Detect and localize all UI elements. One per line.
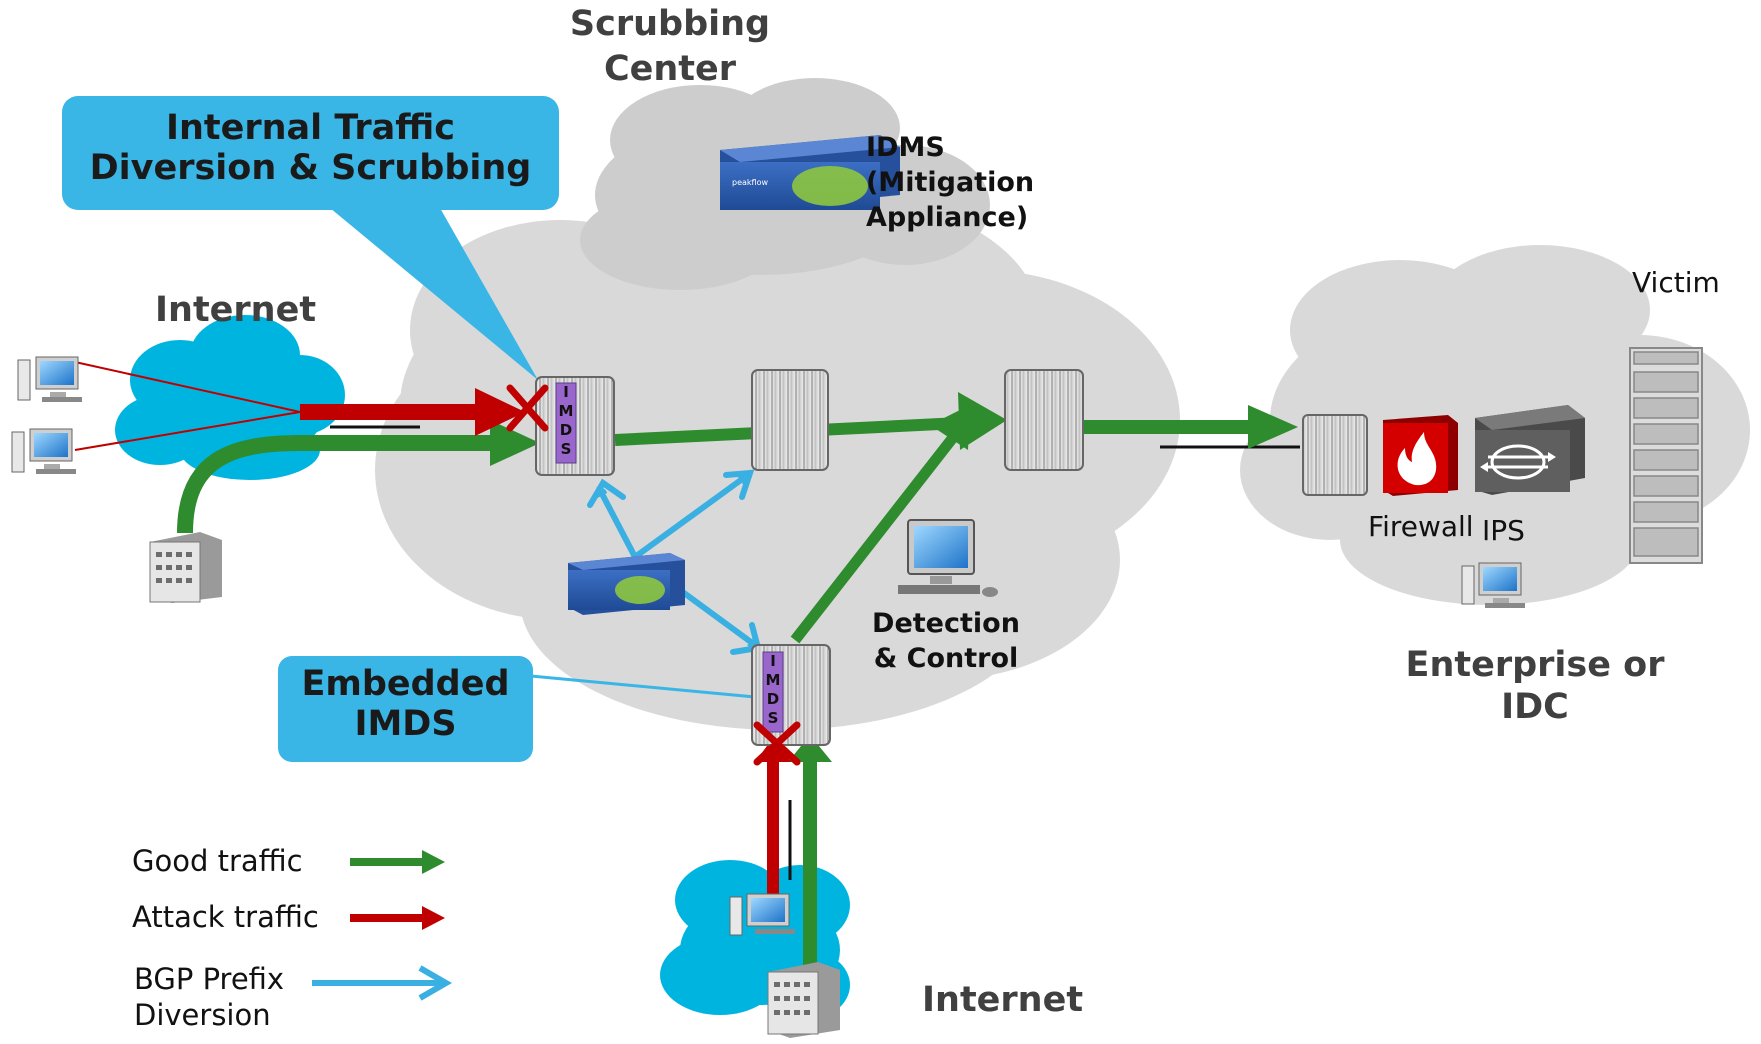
imds-letter: S bbox=[560, 440, 572, 458]
idms-line3: Appliance) bbox=[866, 202, 1029, 233]
callout-internal-shape bbox=[62, 96, 559, 380]
scrubbing-center-line2: Center bbox=[603, 49, 737, 89]
legend-bgp-arrow bbox=[312, 965, 453, 1001]
internet-label-bottom: Internet bbox=[922, 980, 1084, 1020]
detection-control-label: Detection & Control bbox=[860, 606, 1032, 676]
good-arrow-left-in bbox=[177, 435, 495, 534]
ips-label: IPS bbox=[1482, 514, 1525, 547]
scrubbing-center-line1: Scrubbing bbox=[569, 4, 771, 44]
detection-appliance-icon bbox=[568, 553, 685, 615]
firewall-label: Firewall bbox=[1368, 510, 1474, 543]
imds-letter: M bbox=[558, 402, 574, 420]
enterprise-idc-label: Enterprise or IDC bbox=[1390, 644, 1680, 728]
imds-letter: I bbox=[770, 652, 776, 670]
imds-letter: D bbox=[766, 690, 780, 708]
attack-traffic-arrows bbox=[74, 361, 779, 905]
building-icon-left bbox=[149, 532, 222, 603]
firewall-icon bbox=[1383, 415, 1458, 496]
detection-workstation-icon bbox=[898, 519, 998, 597]
attack-thin-line-2 bbox=[74, 411, 301, 451]
legend-bgp-line2: Diversion bbox=[134, 998, 271, 1033]
pc-icon-left-2 bbox=[11, 428, 76, 474]
router-middle bbox=[751, 369, 829, 471]
victim-label: Victim bbox=[1632, 266, 1720, 299]
idms-label: IDMS (Mitigation Appliance) bbox=[866, 130, 1034, 235]
router-right bbox=[1004, 369, 1084, 471]
callout-internal-traffic: Internal Traffic Diversion & Scrubbing bbox=[62, 108, 559, 189]
pc-icon-enterprise bbox=[1461, 562, 1525, 608]
detection-line2: & Control bbox=[873, 643, 1019, 674]
detection-line1: Detection bbox=[872, 608, 1020, 639]
building-icon-bottom bbox=[767, 962, 840, 1038]
scrubbing-center-title: Scrubbing Center bbox=[555, 2, 785, 92]
imds-letter: M bbox=[765, 671, 781, 689]
callout-embedded-line1: Embedded bbox=[301, 664, 510, 704]
imds-letter: S bbox=[767, 709, 779, 727]
idms-appliance-icon: peakflow bbox=[720, 135, 900, 210]
pc-icon-left-1 bbox=[17, 356, 82, 402]
idms-line1: IDMS bbox=[866, 132, 945, 163]
imds-letters-embedded: I M D S bbox=[763, 652, 783, 728]
router-imds-top bbox=[535, 376, 615, 476]
link-lines bbox=[330, 425, 1300, 880]
legend-good-label: Good traffic bbox=[132, 844, 303, 878]
legend-attack-arrow bbox=[350, 906, 445, 930]
enterprise-line1: Enterprise or bbox=[1405, 645, 1665, 685]
imds-letters-top: I M D S bbox=[556, 383, 576, 459]
callout-internal-line1: Internal Traffic bbox=[165, 108, 456, 148]
victim-server-rack-icon bbox=[1629, 347, 1703, 564]
imds-letter: D bbox=[559, 421, 573, 439]
enterprise-line2: IDC bbox=[1501, 687, 1569, 727]
legend-attack-label: Attack traffic bbox=[132, 900, 319, 934]
good-traffic-heads bbox=[490, 392, 1298, 762]
legend-bgp-line1: BGP Prefix bbox=[134, 962, 285, 996]
router-enterprise bbox=[1302, 414, 1368, 496]
legend-good-arrow bbox=[350, 850, 445, 874]
internet-label-top: Internet bbox=[155, 290, 317, 330]
svg-text:peakflow: peakflow bbox=[732, 178, 768, 187]
callout-embedded-shape bbox=[278, 656, 756, 762]
idms-line2: (Mitigation bbox=[866, 167, 1035, 198]
imds-letter: I bbox=[563, 383, 569, 401]
legend-bgp-label: BGP Prefix Diversion bbox=[134, 961, 284, 1034]
callout-embedded-imds: Embedded IMDS bbox=[278, 664, 533, 745]
pc-icon-bottom bbox=[729, 893, 795, 936]
callout-embedded-line2: IMDS bbox=[354, 704, 457, 745]
block-x-bottom bbox=[753, 721, 801, 766]
ips-icon bbox=[1475, 405, 1585, 495]
attack-thin-line-1 bbox=[74, 361, 301, 413]
good-arrow-diagonal bbox=[790, 431, 960, 644]
router-imds-embedded bbox=[751, 644, 831, 746]
callout-internal-line2: Diversion & Scrubbing bbox=[89, 148, 532, 189]
block-x-top bbox=[506, 384, 549, 432]
